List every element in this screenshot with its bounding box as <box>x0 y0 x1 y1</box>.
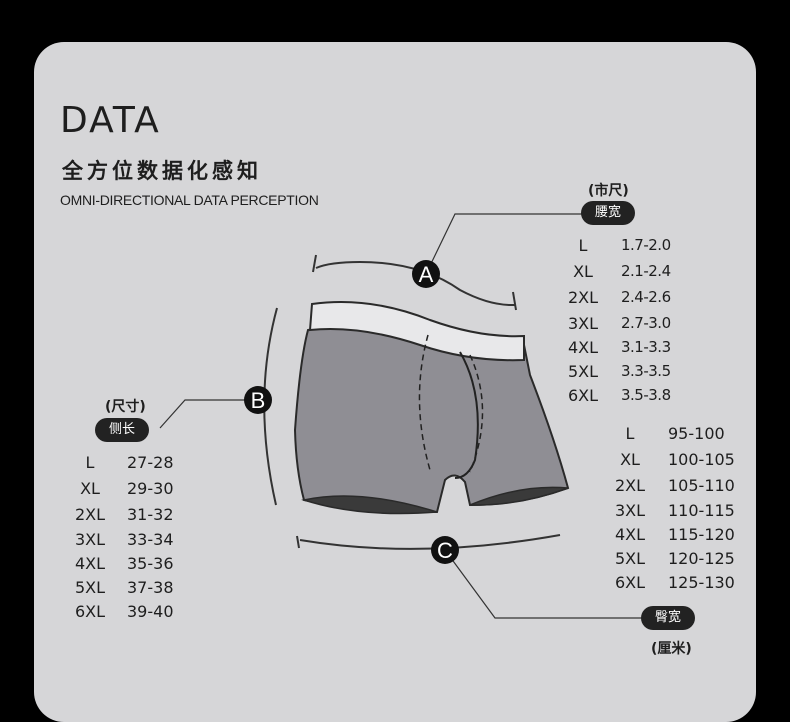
right-leg-opening <box>469 486 569 506</box>
size-value: 105-110 <box>668 476 735 495</box>
size-value: 100-105 <box>668 450 735 469</box>
pouch-seam-left <box>418 334 431 471</box>
size-label: L <box>85 453 95 472</box>
size-label: 5XL <box>74 578 106 597</box>
size-label: 5XL <box>614 549 646 568</box>
marker-c-circle <box>431 536 459 564</box>
size-label: 6XL <box>614 573 646 592</box>
size-value: 35-36 <box>127 554 174 573</box>
size-label: XL <box>573 262 593 281</box>
size-value: 1.7-2.0 <box>621 236 671 254</box>
size-label: XL <box>620 450 640 469</box>
marker-c-label: C <box>437 538 453 563</box>
waist-leader-line <box>425 213 582 275</box>
size-label: 4XL <box>74 554 106 573</box>
size-value: 3.1-3.3 <box>621 338 671 356</box>
size-label: 6XL <box>74 602 106 621</box>
garment-waistband <box>308 301 525 362</box>
size-label: 3XL <box>567 314 599 333</box>
hip-measure-arc <box>299 534 561 550</box>
size-label: 2XL <box>74 505 106 524</box>
hip-leader-line <box>444 549 642 619</box>
subtitle-english: OMNI-DIRECTIONAL DATA PERCEPTION <box>60 192 319 208</box>
size-value: 29-30 <box>127 479 174 498</box>
marker-a-label: A <box>419 262 434 287</box>
size-value: 125-130 <box>668 573 735 592</box>
marker-b-circle <box>244 386 272 414</box>
size-value: 33-34 <box>127 530 174 549</box>
hip-label-badge: 臀宽 <box>641 606 696 630</box>
size-label: 2XL <box>567 288 599 307</box>
side-leader-line <box>159 399 258 429</box>
size-value: 2.4-2.6 <box>621 288 671 306</box>
size-value: 27-28 <box>127 453 174 472</box>
side-unit: (尺寸) <box>105 399 146 415</box>
size-value: 115-120 <box>668 525 735 544</box>
marker-b-label: B <box>251 388 266 413</box>
size-label: 4XL <box>567 338 599 357</box>
hip-unit: (厘米) <box>651 641 692 657</box>
waist-unit: (市尺) <box>588 183 629 199</box>
size-value: 31-32 <box>127 505 174 524</box>
side-label-badge: 侧长 <box>95 418 150 442</box>
size-value: 3.3-3.5 <box>621 362 671 380</box>
subtitle-chinese: 全方位数据化感知 <box>62 159 262 183</box>
size-label: L <box>578 236 588 255</box>
page-title: DATA <box>60 100 161 141</box>
size-label: 5XL <box>567 362 599 381</box>
size-value: 2.7-3.0 <box>621 314 671 332</box>
size-value: 39-40 <box>127 602 174 621</box>
size-value: 2.1-2.4 <box>621 262 671 280</box>
size-value: 3.5-3.8 <box>621 386 671 404</box>
size-label: 6XL <box>567 386 599 405</box>
size-label: 4XL <box>614 525 646 544</box>
size-value: 37-38 <box>127 578 174 597</box>
left-leg-opening <box>301 495 438 515</box>
size-value: 110-115 <box>668 501 735 520</box>
size-label: XL <box>80 479 100 498</box>
size-label: 2XL <box>614 476 646 495</box>
garment-body <box>293 324 570 514</box>
size-label: 3XL <box>74 530 106 549</box>
size-value: 95-100 <box>668 424 725 443</box>
marker-a-circle <box>412 260 440 288</box>
size-label: 3XL <box>614 501 646 520</box>
size-label: L <box>625 424 635 443</box>
size-value: 120-125 <box>668 549 735 568</box>
pouch-outline <box>454 351 479 479</box>
waist-label-badge: 腰宽 <box>581 201 636 225</box>
